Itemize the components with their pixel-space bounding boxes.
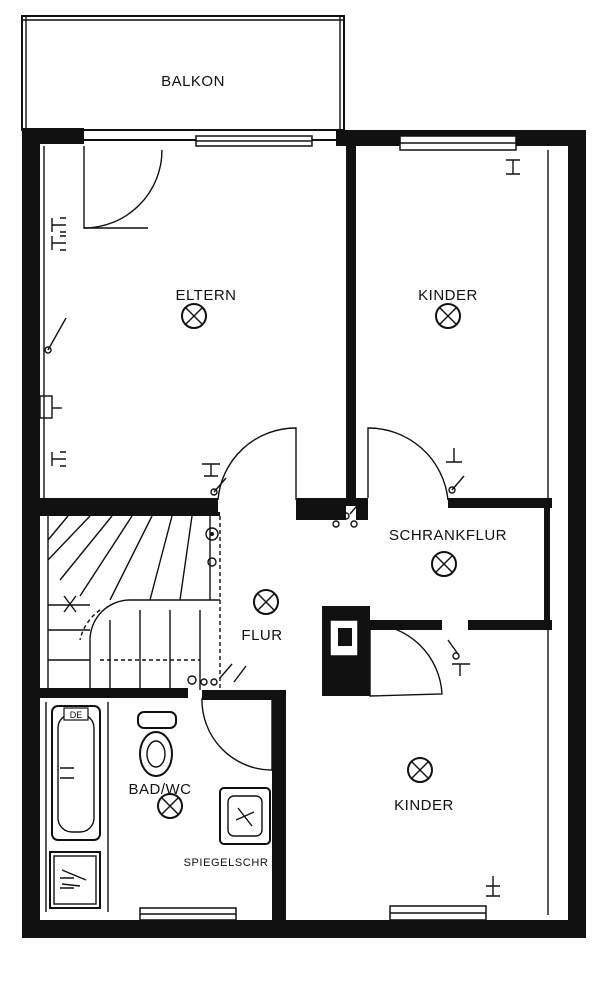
socket-icon xyxy=(60,877,74,889)
room-label-balkon: BALKON xyxy=(161,73,225,90)
ceiling-light-icon xyxy=(157,793,183,819)
toilet-tank xyxy=(137,711,177,729)
socket-icon xyxy=(506,159,520,175)
light-switch-icon xyxy=(187,663,247,686)
balcony: BALKON xyxy=(21,15,345,131)
room-label-bad-wc: BAD/WC xyxy=(129,781,192,798)
light-switch-icon xyxy=(332,499,363,528)
room-label-kinder-top: KINDER xyxy=(418,287,478,304)
socket-icon xyxy=(51,217,66,233)
door-swings xyxy=(83,146,449,771)
ceiling-lights xyxy=(157,303,461,819)
room-label-flur: FLUR xyxy=(241,627,282,644)
bath-label: DE xyxy=(70,710,83,720)
light-switch-icon xyxy=(44,317,67,354)
light-switch-icon xyxy=(210,477,227,496)
windows xyxy=(139,135,517,921)
socket-icon xyxy=(205,527,219,541)
toilet-bowl xyxy=(139,731,173,777)
room-label-schrankflur: SCHRANKFLUR xyxy=(389,527,507,544)
room-label-kinder-bottom: KINDER xyxy=(394,797,454,814)
electrical-symbols xyxy=(39,159,520,897)
socket-icon xyxy=(207,557,217,567)
ceiling-light-icon xyxy=(407,757,433,783)
room-label-eltern: ELTERN xyxy=(175,287,236,304)
socket-icon xyxy=(51,451,66,467)
socket-icon xyxy=(51,235,66,251)
bathroom-fixtures: DE xyxy=(49,705,271,909)
socket-icon xyxy=(486,876,500,897)
socket-icon xyxy=(446,448,462,463)
light-switch-icon xyxy=(448,475,465,494)
ceiling-light-icon xyxy=(435,303,461,329)
light-switch-icon xyxy=(447,639,470,676)
outer-walls xyxy=(22,128,586,938)
ceiling-light-icon xyxy=(181,303,207,329)
interior-walls xyxy=(40,146,552,920)
socket-icon xyxy=(39,395,62,419)
ceiling-light-icon xyxy=(253,589,279,615)
ceiling-light-icon xyxy=(431,551,457,577)
door-swing-icon xyxy=(217,427,297,501)
room-label-spiegelschrank: SPIEGELSCHR xyxy=(184,857,269,869)
sink xyxy=(219,787,271,845)
socket-icon xyxy=(60,767,74,779)
socket-icon xyxy=(202,463,220,477)
staircase xyxy=(47,515,221,690)
